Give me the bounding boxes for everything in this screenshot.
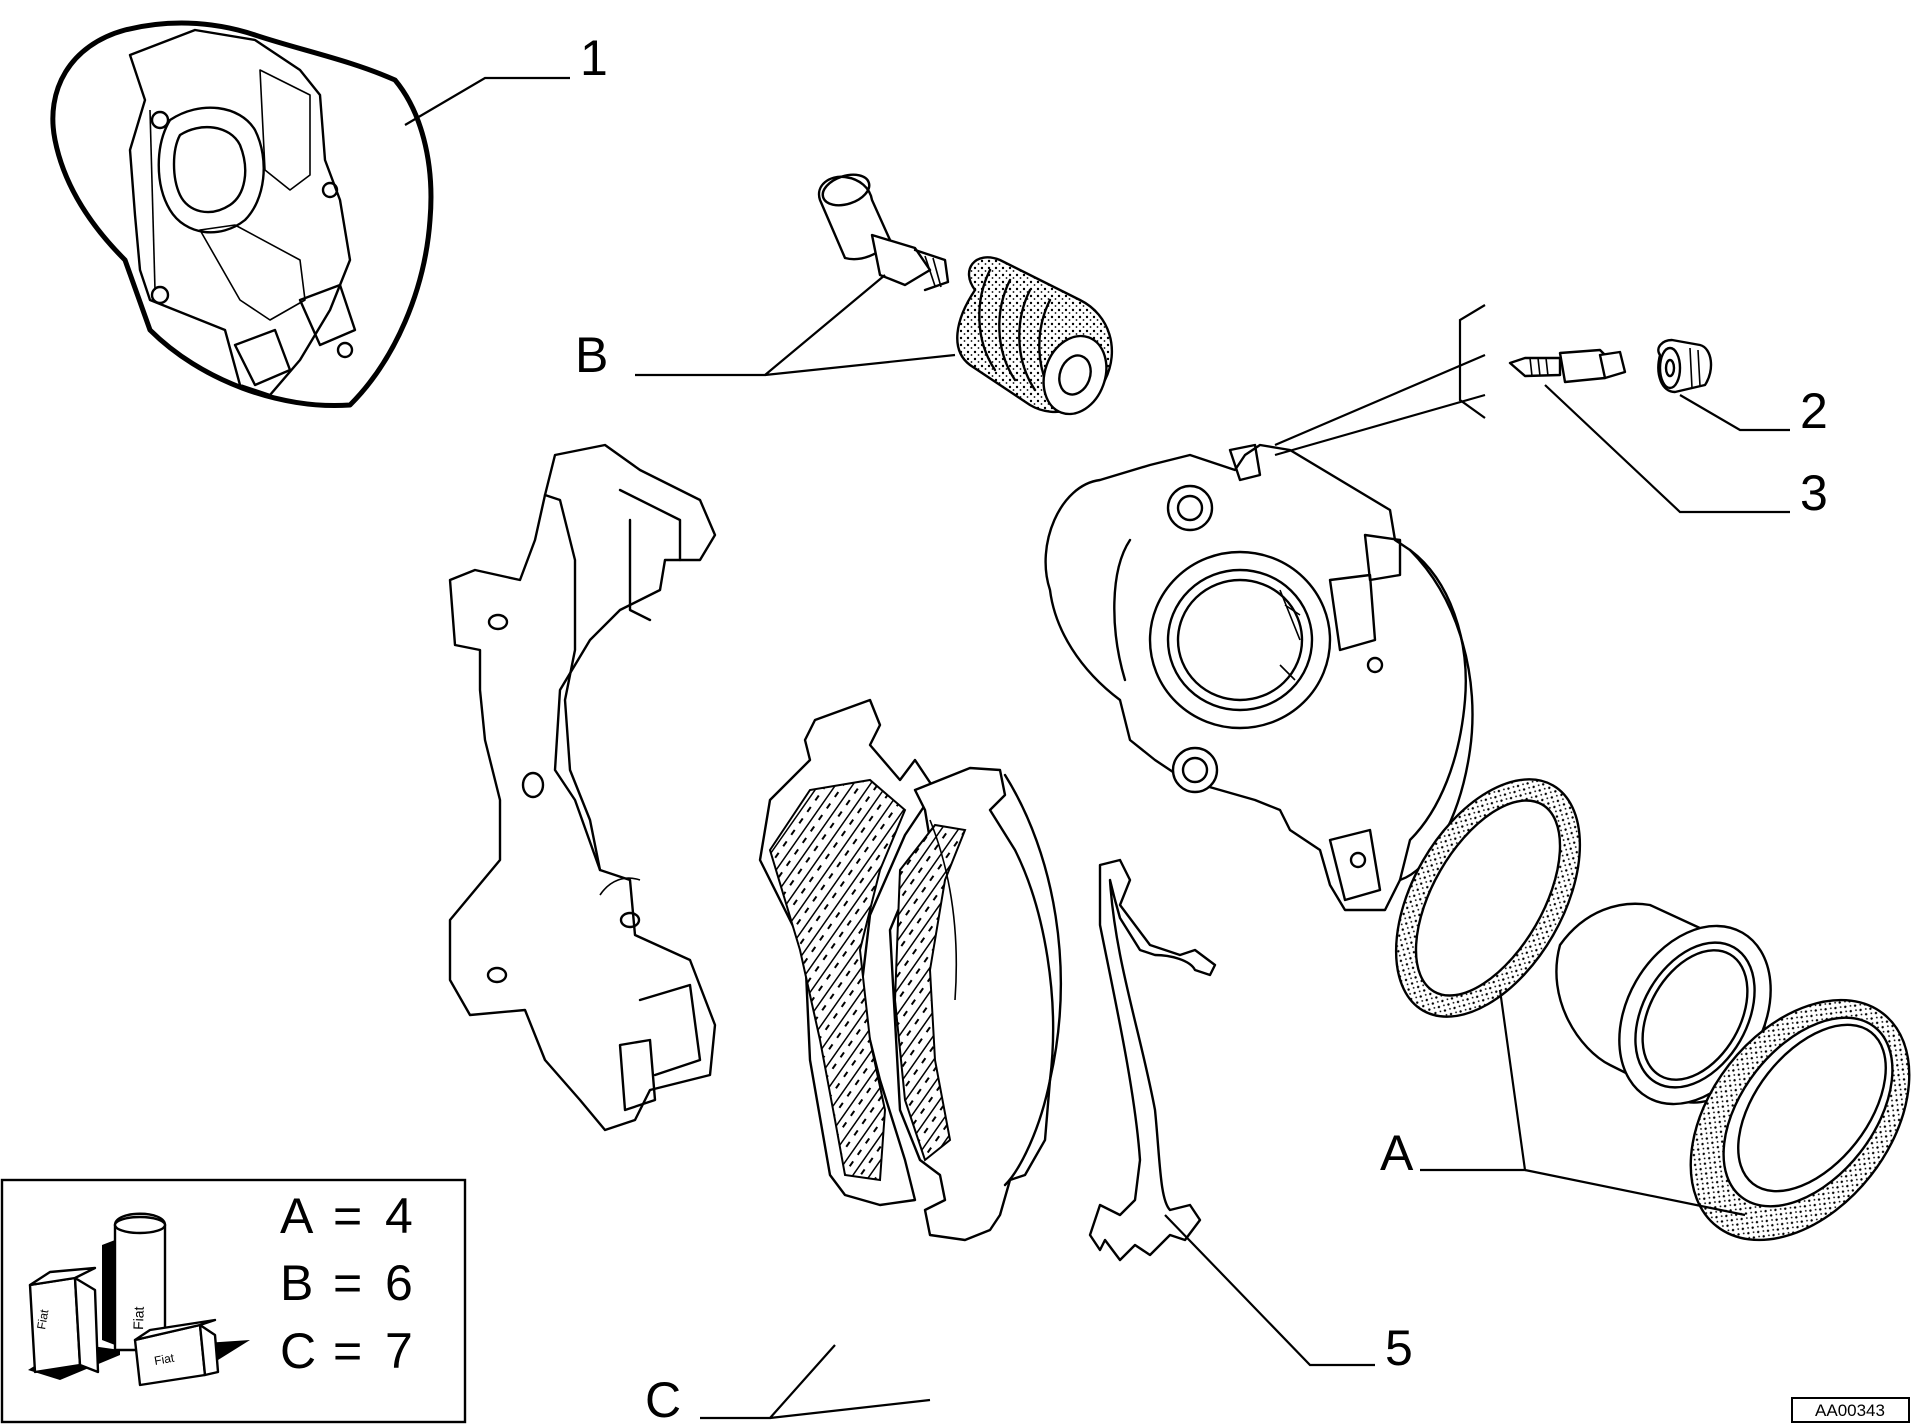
callout-part-3: 3 <box>1544 384 1828 521</box>
piston-seal <box>1394 778 1582 1018</box>
legend-eq-b: = <box>333 1255 362 1311</box>
callout-label-3: 3 <box>1800 465 1828 521</box>
legend-box: Fiat Fiat Fiat A = 4 B = 6 C = 7 <box>0 1178 467 1424</box>
legend-letter-c: C <box>280 1323 316 1379</box>
anti-rattle-spring-part-5 <box>1088 858 1217 1262</box>
legend-value-b: 6 <box>385 1255 413 1311</box>
bleed-screw-cap-part-2 <box>1657 338 1713 394</box>
legend-value-a: 4 <box>385 1188 413 1244</box>
legend-row-c: C = 7 <box>280 1323 413 1379</box>
brake-pad-inner <box>758 698 937 1207</box>
callout-group-a: A <box>1380 989 1746 1217</box>
legend-letter-a: A <box>280 1188 314 1244</box>
brake-pad-outer <box>888 766 1055 1242</box>
kit-box-label-1: Fiat <box>34 1308 51 1331</box>
callout-label-5: 5 <box>1385 1320 1413 1376</box>
callout-label-1: 1 <box>580 30 608 86</box>
callout-label-2: 2 <box>1800 383 1828 439</box>
callout-label-b: B <box>575 327 608 383</box>
legend-letter-b: B <box>280 1255 313 1311</box>
brake-pad-backing-spring <box>1003 773 1062 1187</box>
guide-pin-boot <box>956 256 1113 416</box>
callout-part-5: 5 <box>1164 1214 1413 1376</box>
fiat-kit-boxes-icon: Fiat Fiat Fiat <box>28 1212 250 1387</box>
callout-label-c: C <box>645 1372 681 1426</box>
callout-group-c: C <box>645 1344 931 1426</box>
caliper-carrier-bracket <box>448 443 717 1132</box>
kit-box-label-3: Fiat <box>153 1351 176 1368</box>
piston-dust-boot <box>1689 998 1911 1242</box>
legend-value-c: 7 <box>385 1323 413 1379</box>
callout-label-a: A <box>1380 1125 1414 1181</box>
legend-eq-c: = <box>333 1323 362 1379</box>
callout-part-2: 2 <box>1679 383 1828 439</box>
legend-row-b: B = 6 <box>280 1255 413 1311</box>
bleed-screw-bracket <box>1274 304 1486 457</box>
bleed-screw-part-3 <box>1508 348 1627 384</box>
kit-box-label-2: Fiat <box>130 1306 147 1330</box>
drawing-code-box: AA00343 <box>1791 1397 1910 1423</box>
guide-pin <box>817 173 950 292</box>
caliper-housing <box>1044 443 1474 912</box>
callout-part-1: 1 <box>404 30 608 126</box>
legend-eq-a: = <box>333 1188 362 1244</box>
caliper-assembly-part-1 <box>50 20 434 409</box>
legend-row-a: A = 4 <box>280 1188 413 1244</box>
drawing-code: AA00343 <box>1815 1401 1885 1420</box>
callout-group-b: B <box>575 274 956 383</box>
